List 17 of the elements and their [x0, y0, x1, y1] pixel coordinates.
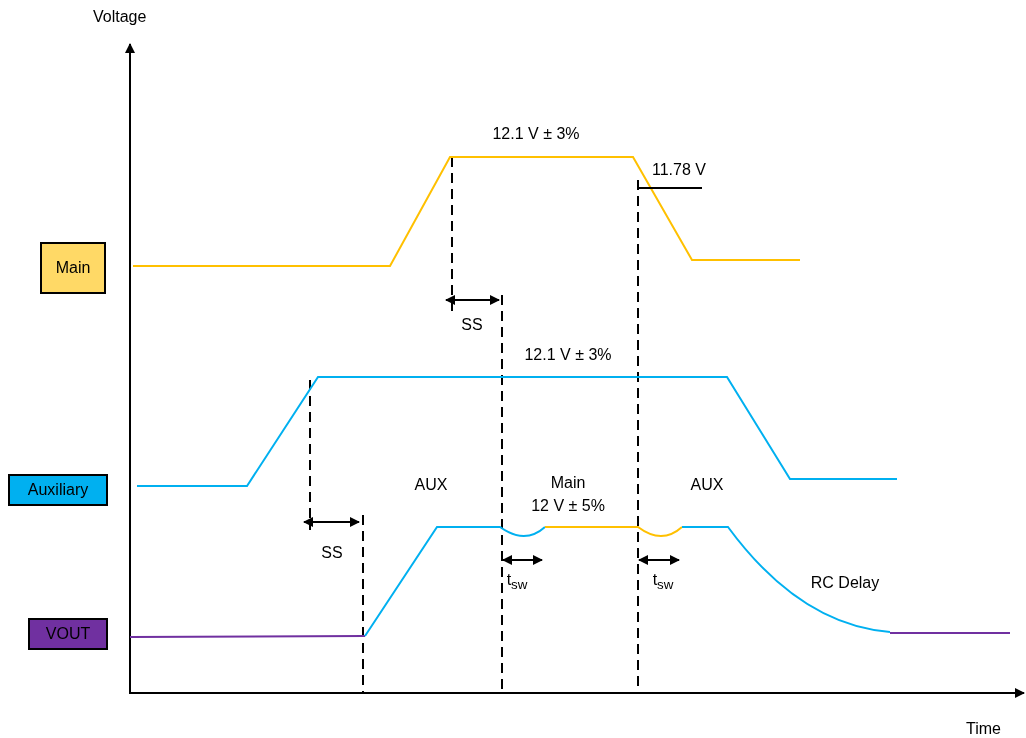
signal-box: Main	[40, 242, 106, 294]
axis-title: Voltage	[93, 8, 147, 26]
interval-label: t$_{sw}$	[652, 571, 674, 595]
source-label: AUX	[414, 476, 448, 494]
signal-box: VOUT	[28, 618, 108, 650]
axis-title: Time	[966, 720, 1001, 738]
interval-label: SS	[321, 544, 343, 562]
source-label: AUX	[690, 476, 724, 494]
interval-label: SS	[461, 316, 483, 334]
voltage-label: 12.1 V ± 3%	[492, 125, 580, 143]
voltage-label: 12.1 V ± 3%	[524, 346, 612, 364]
threshold-label: 11.78 V	[652, 161, 706, 179]
delay-label: RC Delay	[810, 574, 880, 592]
voltage-label: 12 V ± 5%	[531, 497, 605, 515]
signal-box: Auxiliary	[8, 474, 108, 506]
interval-label: t$_{sw}$	[506, 571, 528, 595]
source-label: Main	[550, 474, 586, 492]
